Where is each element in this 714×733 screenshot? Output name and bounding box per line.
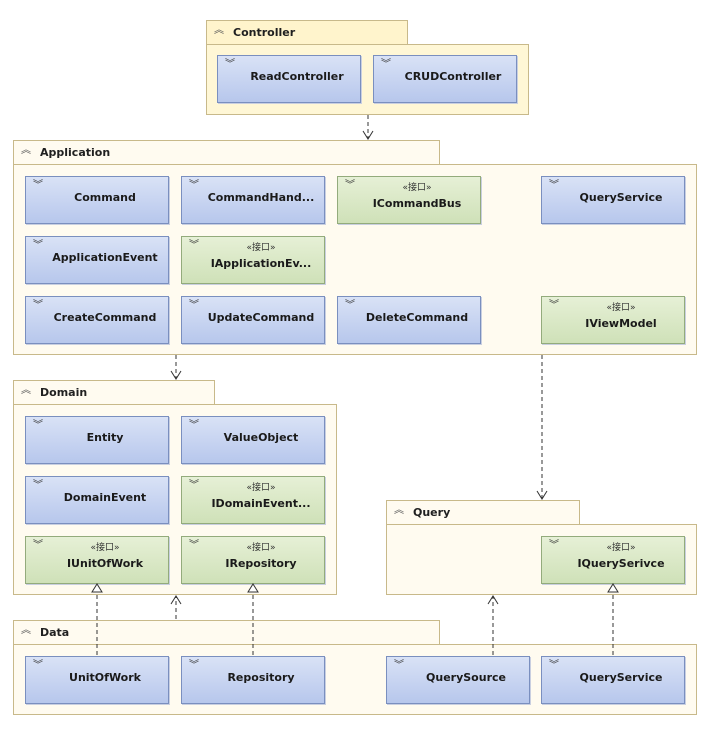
class-name: ReadController: [250, 70, 344, 83]
class-repository[interactable]: ︾ Repository: [181, 656, 325, 704]
class-name: ApplicationEvent: [52, 251, 158, 264]
expand-icon[interactable]: ︾: [189, 300, 199, 311]
class-name: CommandHand...: [207, 191, 315, 204]
expand-icon[interactable]: ︾: [189, 480, 199, 491]
stereotype-label: «接口»: [246, 483, 276, 493]
stereotype-label: «接口»: [606, 543, 636, 553]
class-unit-of-work[interactable]: ︾ UnitOfWork: [25, 656, 169, 704]
class-name: IUnitOfWork: [66, 557, 144, 570]
class-crud-controller[interactable]: ︾ CRUDController: [373, 55, 517, 103]
expand-icon[interactable]: ︾: [381, 59, 391, 70]
package-title-data: Data: [40, 626, 70, 639]
class-name: UnitOfWork: [69, 671, 141, 684]
class-name: DeleteCommand: [365, 311, 469, 324]
class-name: IRepository: [225, 557, 297, 570]
expand-icon[interactable]: ︾: [549, 660, 559, 671]
package-tab-domain[interactable]: ︽ Domain: [13, 380, 215, 405]
class-name: Command: [74, 191, 136, 204]
stereotype-label: «接口»: [246, 243, 276, 253]
class-name: QuerySource: [426, 671, 506, 684]
collapse-icon[interactable]: ︽: [21, 385, 31, 396]
collapse-icon[interactable]: ︽: [394, 505, 404, 516]
collapse-icon[interactable]: ︽: [21, 145, 31, 156]
stereotype-label: «接口»: [606, 303, 636, 313]
class-name: QueryService: [579, 191, 663, 204]
expand-icon[interactable]: ︾: [549, 540, 559, 551]
interface-idomainevent[interactable]: ︾ «接口» IDomainEvent...: [181, 476, 325, 524]
interface-iviewmodel[interactable]: ︾ «接口» IViewModel: [541, 296, 685, 344]
stereotype-label: «接口»: [402, 183, 432, 193]
class-update-command[interactable]: ︾ UpdateCommand: [181, 296, 325, 344]
class-name: UpdateCommand: [207, 311, 315, 324]
class-name: CreateCommand: [53, 311, 157, 324]
interface-icommandbus[interactable]: ︾ «接口» ICommandBus: [337, 176, 481, 224]
class-command[interactable]: ︾ Command: [25, 176, 169, 224]
expand-icon[interactable]: ︾: [225, 59, 235, 70]
interface-iqueryservice[interactable]: ︾ «接口» IQuerySerivce: [541, 536, 685, 584]
class-name: Entity: [86, 431, 124, 444]
realization-arrow-icon: [607, 583, 619, 593]
stereotype-label: «接口»: [246, 543, 276, 553]
class-application-event[interactable]: ︾ ApplicationEvent: [25, 236, 169, 284]
class-create-command[interactable]: ︾ CreateCommand: [25, 296, 169, 344]
class-value-object[interactable]: ︾ ValueObject: [181, 416, 325, 464]
interface-iapplicationevent[interactable]: ︾ «接口» IApplicationEv...: [181, 236, 325, 284]
expand-icon[interactable]: ︾: [189, 660, 199, 671]
package-tab-data[interactable]: ︽ Data: [13, 620, 440, 645]
arrow-head-icon: [362, 130, 374, 140]
class-name: ICommandBus: [372, 197, 462, 210]
class-name: CRUDController: [404, 70, 502, 83]
expand-icon[interactable]: ︾: [549, 180, 559, 191]
arrow-head-icon: [487, 595, 499, 605]
class-domain-event[interactable]: ︾ DomainEvent: [25, 476, 169, 524]
realization-arrow-icon: [247, 583, 259, 593]
class-name: DomainEvent: [63, 491, 147, 504]
expand-icon[interactable]: ︾: [189, 420, 199, 431]
interface-irepository[interactable]: ︾ «接口» IRepository: [181, 536, 325, 584]
arrow-head-icon: [170, 595, 182, 605]
realization-arrow-icon: [91, 583, 103, 593]
expand-icon[interactable]: ︾: [345, 180, 355, 191]
expand-icon[interactable]: ︾: [33, 420, 43, 431]
arrow-head-icon: [170, 370, 182, 380]
package-tab-controller[interactable]: ︽ Controller: [206, 20, 408, 45]
class-query-source[interactable]: ︾ QuerySource: [386, 656, 530, 704]
package-title-domain: Domain: [40, 386, 88, 399]
stereotype-label: «接口»: [90, 543, 120, 553]
package-tab-query[interactable]: ︽ Query: [386, 500, 580, 525]
expand-icon[interactable]: ︾: [549, 300, 559, 311]
package-title-application: Application: [40, 146, 111, 159]
expand-icon[interactable]: ︾: [33, 660, 43, 671]
expand-icon[interactable]: ︾: [189, 240, 199, 251]
expand-icon[interactable]: ︾: [33, 300, 43, 311]
class-query-service-app[interactable]: ︾ QueryService: [541, 176, 685, 224]
class-read-controller[interactable]: ︾ ReadController: [217, 55, 361, 103]
expand-icon[interactable]: ︾: [33, 540, 43, 551]
expand-icon[interactable]: ︾: [345, 300, 355, 311]
expand-icon[interactable]: ︾: [33, 240, 43, 251]
class-name: Repository: [227, 671, 295, 684]
collapse-icon[interactable]: ︽: [21, 625, 31, 636]
class-query-service-data[interactable]: ︾ QueryService: [541, 656, 685, 704]
class-entity[interactable]: ︾ Entity: [25, 416, 169, 464]
package-title-query: Query: [413, 506, 451, 519]
class-name: IDomainEvent...: [211, 497, 311, 510]
expand-icon[interactable]: ︾: [394, 660, 404, 671]
package-tab-application[interactable]: ︽ Application: [13, 140, 440, 165]
class-delete-command[interactable]: ︾ DeleteCommand: [337, 296, 481, 344]
class-name: IQuerySerivce: [577, 557, 665, 570]
class-name: IApplicationEv...: [210, 257, 312, 270]
class-name: IViewModel: [585, 317, 657, 330]
class-name: ValueObject: [223, 431, 299, 444]
class-name: QueryService: [579, 671, 663, 684]
expand-icon[interactable]: ︾: [189, 540, 199, 551]
expand-icon[interactable]: ︾: [33, 480, 43, 491]
package-title-controller: Controller: [233, 26, 296, 39]
expand-icon[interactable]: ︾: [189, 180, 199, 191]
collapse-icon[interactable]: ︽: [214, 25, 224, 36]
arrow-head-icon: [536, 490, 548, 500]
expand-icon[interactable]: ︾: [33, 180, 43, 191]
class-command-handler[interactable]: ︾ CommandHand...: [181, 176, 325, 224]
